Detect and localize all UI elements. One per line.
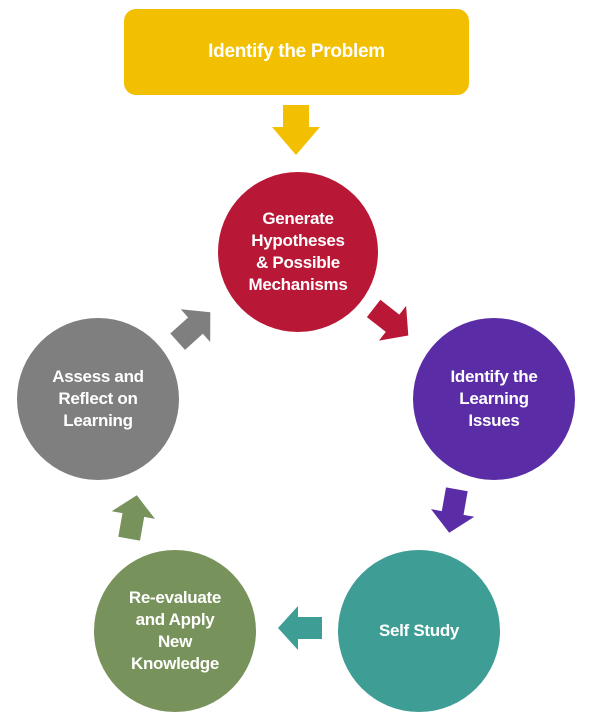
node-self-study: Self Study xyxy=(338,550,500,712)
node-generate-hypotheses-label: Generate Hypotheses & Possible Mechanism… xyxy=(248,209,348,294)
node-re-evaluate: Re-evaluate and Apply New Knowledge xyxy=(94,550,256,712)
arrow-selfstudy-to-reevaluate xyxy=(278,606,322,650)
identify-problem-box: Identify the Problem xyxy=(124,9,469,95)
node-identify-learning-issues-label: Identify the Learning Issues xyxy=(450,367,538,430)
identify-problem-label: Identify the Problem xyxy=(208,41,385,62)
node-generate-hypotheses: Generate Hypotheses & Possible Mechanism… xyxy=(218,172,378,332)
node-assess-reflect-label: Assess and Reflect on Learning xyxy=(52,367,144,430)
arrow-issues-to-selfstudy xyxy=(431,487,475,533)
node-self-study-label: Self Study xyxy=(378,621,460,640)
arrow-generate-to-issues xyxy=(366,299,409,341)
node-identify-learning-issues: Identify the Learning Issues xyxy=(413,318,575,480)
arrow-reevaluate-to-assess xyxy=(111,495,155,541)
node-re-evaluate-label: Re-evaluate and Apply New Knowledge xyxy=(128,588,222,673)
arrow-down-header xyxy=(272,105,320,155)
node-assess-reflect: Assess and Reflect on Learning xyxy=(17,318,179,480)
arrow-assess-to-generate xyxy=(170,309,211,350)
